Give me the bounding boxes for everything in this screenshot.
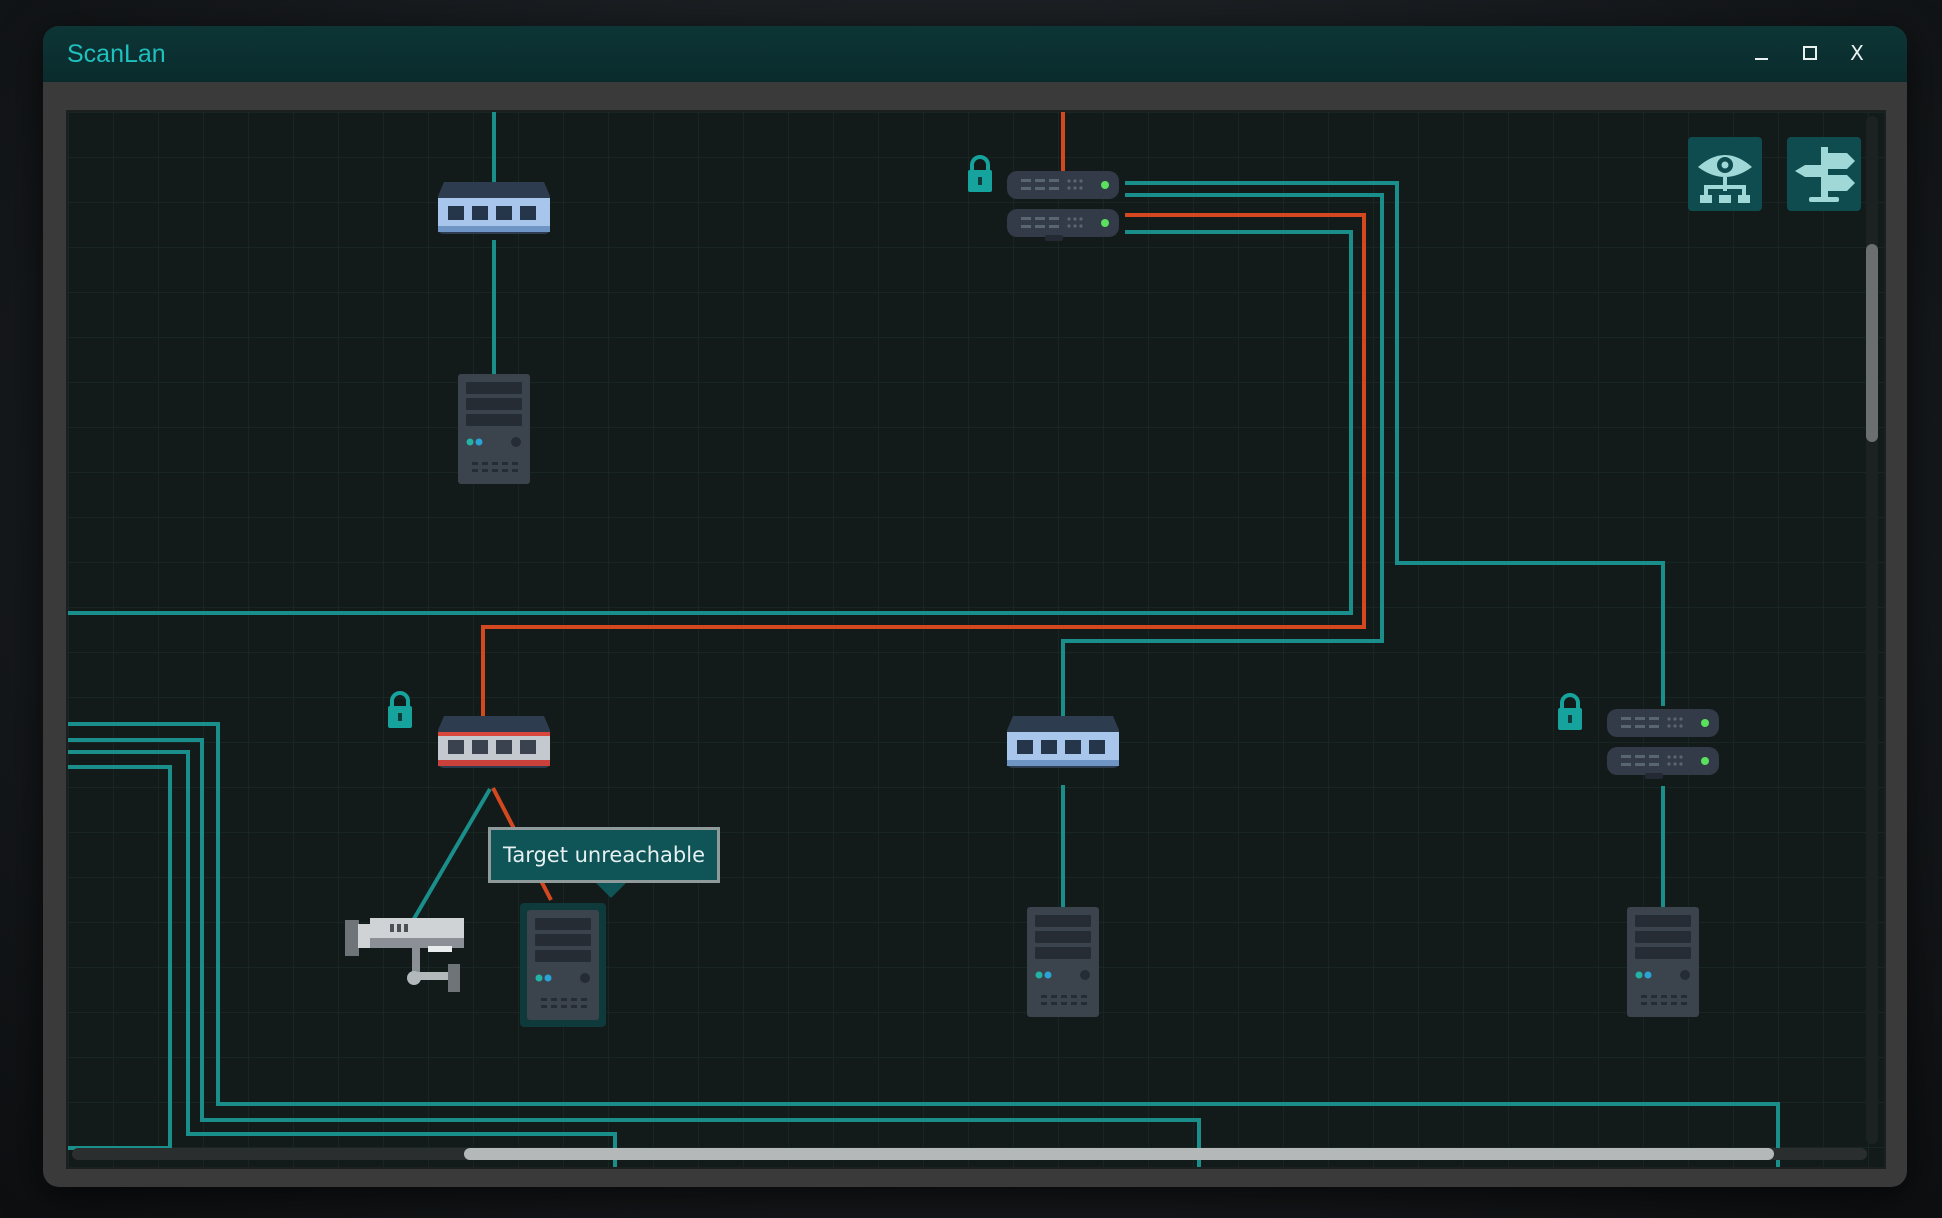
network-links xyxy=(68,112,1780,1167)
window-title: ScanLan xyxy=(67,40,166,68)
server-node[interactable] xyxy=(1627,907,1699,1017)
tooltip-pointer xyxy=(595,882,627,898)
status-tooltip: Target unreachable xyxy=(488,827,720,883)
switch-node[interactable] xyxy=(1007,716,1119,768)
close-button[interactable]: X xyxy=(1850,41,1864,65)
network-map xyxy=(68,112,1884,1167)
minimize-icon xyxy=(1755,58,1768,60)
network-eye-icon xyxy=(1698,155,1752,203)
title-bar[interactable]: ScanLan X xyxy=(43,26,1907,82)
security-camera-node[interactable] xyxy=(345,918,464,992)
scanlan-window: ScanLan X xyxy=(43,26,1907,1187)
minimize-button[interactable] xyxy=(1745,36,1779,70)
network-map-viewport[interactable]: Target unreachable xyxy=(66,110,1886,1169)
signpost-icon xyxy=(1795,147,1855,202)
scan-network-button[interactable] xyxy=(1688,137,1762,211)
vertical-scrollbar-thumb[interactable] xyxy=(1866,244,1878,442)
server-node-selected[interactable] xyxy=(520,903,606,1027)
route-button[interactable] xyxy=(1787,137,1861,211)
horizontal-scrollbar-thumb[interactable] xyxy=(464,1148,1774,1160)
maximize-button[interactable] xyxy=(1793,36,1827,70)
maximize-icon xyxy=(1803,46,1817,60)
server-node[interactable] xyxy=(458,374,530,484)
server-node[interactable] xyxy=(1027,907,1099,1017)
switch-node[interactable] xyxy=(438,182,550,234)
switch-node-alert[interactable] xyxy=(438,716,550,768)
